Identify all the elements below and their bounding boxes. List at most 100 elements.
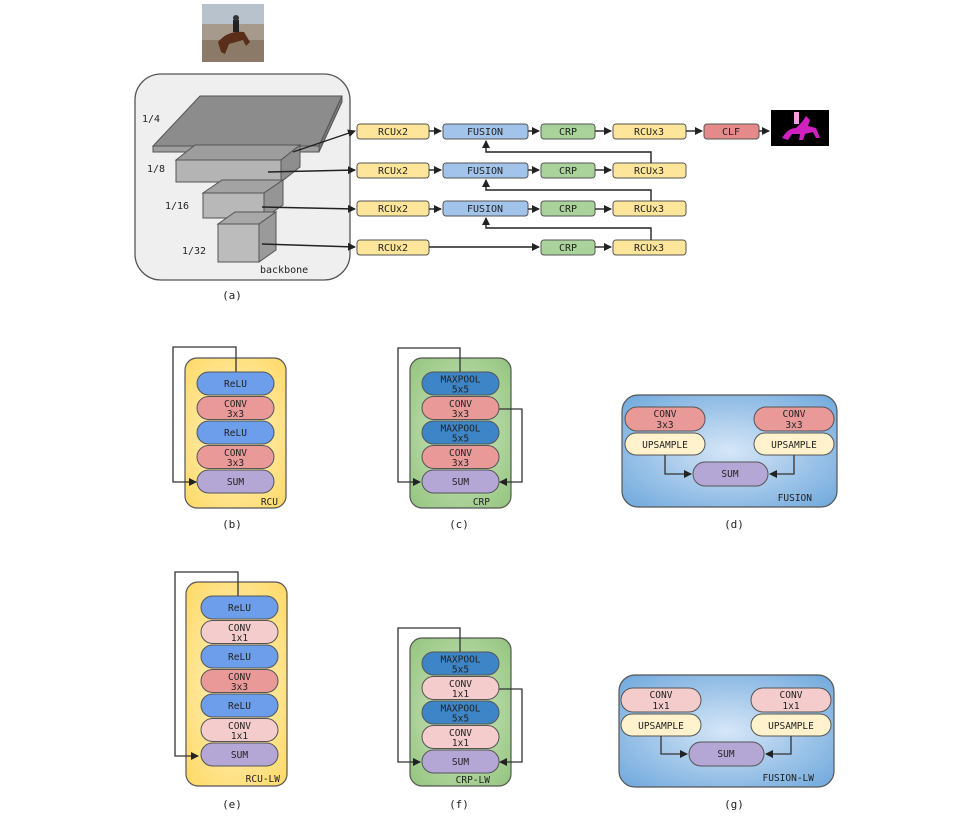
arrow-right-to-sum [765,736,792,758]
convlight-label: CONV [449,728,472,739]
conv-label: 3x3 [452,409,469,420]
conv-right-block [750,687,832,713]
sum-label: SUM [721,469,738,480]
sum-block [421,469,500,494]
rcux2-label: RCUx2 [378,204,408,215]
conv-block [421,445,500,469]
relu-label: ReLU [228,652,251,663]
conv-label: CONV [224,448,247,459]
conv-label: 3x3 [227,409,244,420]
row-1-16: RCUx2 FUSION CRP RCUx3 [356,200,687,217]
caption-g: (g) [724,798,744,811]
convlight-block [200,718,279,742]
skip-connection-outer [397,627,461,766]
maxpool-block [421,420,500,445]
upsample-right-label: UPSAMPLE [771,440,817,451]
scale-label-1-4: 1/4 [142,114,160,125]
caption-f: (f) [449,798,469,811]
input-image [202,4,264,62]
relu-label: ReLU [228,701,251,712]
conv-label: CONV [449,448,472,459]
sum-label: SUM [452,477,469,488]
caption-c: (c) [449,518,469,531]
rcux3-block [612,200,687,217]
skip-connection-inner [498,408,523,486]
crp-panel-label: CRP [473,497,490,508]
fusion-lw-panel-label: FUSION-LW [763,773,815,784]
relu-block [200,693,279,718]
conv-left-block [624,406,706,432]
conv-left-line2: 1x1 [652,701,669,712]
conv-block [196,396,275,420]
sum-label: SUM [227,477,244,488]
conv-left-line1: CONV [654,409,677,420]
relu-label: ReLU [224,379,247,390]
maxpool-label: 5x5 [452,434,469,445]
sum-block [200,742,279,767]
convlight-label: 1x1 [452,738,469,749]
rcux2-label: RCUx2 [378,243,408,254]
conv-label: CONV [224,399,247,410]
sum-block [196,469,275,494]
rcux3-label: RCUx3 [634,127,664,138]
refine-rows: RCUx2 FUSION CRP RCUx3 CLF RCUx2 FUSION … [356,123,760,256]
caption-e: (e) [222,798,242,811]
upsample-right-label: UPSAMPLE [768,721,814,732]
conv-right-line1: CONV [783,409,806,420]
maxpool-label: 5x5 [452,665,469,676]
conv-left-line2: 3x3 [656,420,673,431]
upsample-left-label: UPSAMPLE [638,721,684,732]
arrow-left-to-sum [660,736,688,758]
backbone-layers [151,95,343,263]
rcu-label: RCU [261,497,278,508]
conv-label: 3x3 [231,682,248,693]
convlight-block [421,725,500,749]
row-1-8: RCUx2 FUSION CRP RCUx3 [356,162,687,179]
relu-label: ReLU [228,603,251,614]
convlight-label: 1x1 [231,633,248,644]
conv-right-block [753,406,835,432]
sum-label: SUM [717,749,734,760]
crp-label: CRP [559,127,577,138]
conv-block [421,396,500,420]
convlight-label: 1x1 [231,731,248,742]
crp-label: CRP [559,243,577,254]
arrow-left-to-sum [664,455,692,478]
conv-right-line1: CONV [780,690,803,701]
conv-label: 3x3 [227,458,244,469]
rcux3-label: RCUx3 [634,243,664,254]
caption-b: (b) [222,518,242,531]
caption-d: (d) [724,518,744,531]
backbone-arrows [261,129,356,251]
fusion-label: FUSION [467,204,503,215]
convlight-label: CONV [228,721,251,732]
relu-block [200,595,279,620]
conv-right-line2: 3x3 [785,420,802,431]
maxpool-block [421,651,500,676]
sum-label: SUM [452,757,469,768]
conv-label: CONV [228,672,251,683]
fusion-label: FUSION [467,166,503,177]
sum-block [692,461,769,487]
rcux3-label: RCUx3 [634,166,664,177]
conv-left-line1: CONV [650,690,673,701]
maxpool-label: 5x5 [452,714,469,725]
rcux2-label: RCUx2 [378,166,408,177]
maxpool-label: MAXPOOL [440,424,480,435]
maxpool-label: 5x5 [452,385,469,396]
upsample-left-label: UPSAMPLE [642,440,688,451]
skip-connection [174,571,239,760]
conv-label: CONV [449,399,472,410]
rcu-lw-label: RCU-LW [246,774,281,785]
relu-block [196,371,275,396]
sum-block [421,749,500,774]
conv-left-block [620,687,702,713]
relu-block [196,420,275,445]
sum-block [688,741,765,767]
crp-label: CRP [559,166,577,177]
convlight-label: CONV [228,623,251,634]
